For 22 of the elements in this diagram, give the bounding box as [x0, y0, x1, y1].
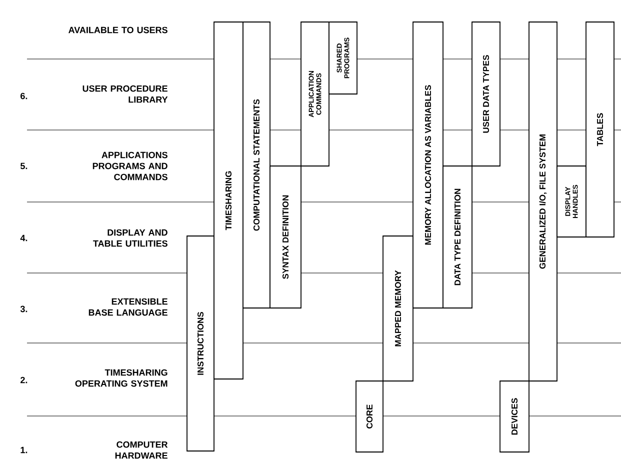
level-number: 3.: [20, 306, 28, 312]
column-box: TIMESHARING: [214, 22, 244, 380]
level-number: 6.: [20, 92, 28, 100]
level-number: 5.: [20, 162, 28, 170]
column-box: DEVICES: [500, 380, 530, 452]
level-number: 4.: [20, 234, 28, 242]
level-label: USER PROCEDURE LIBRARY: [82, 85, 168, 103]
level-label: APPLICATIONS PROGRAMS AND COMMANDS: [92, 152, 168, 180]
column-box: MAPPED MEMORY: [382, 236, 414, 382]
column-box: DATA TYPE DEFINITION: [442, 166, 472, 308]
level-label: DISPLAY AND TABLE UTILITIES: [93, 229, 168, 247]
column-box: SYNTAX DEFINITION: [270, 166, 302, 308]
level-label: TIMESHARING OPERATING SYSTEM: [75, 369, 168, 387]
level-label: COMPUTER HARDWARE: [115, 441, 168, 459]
column-box: INSTRUCTIONS: [186, 236, 214, 452]
level-label: AVAILABLE TO USERS: [68, 26, 168, 34]
level-label: EXTENSIBLE BASE LANGUAGE: [88, 298, 168, 316]
level-number: 1.: [20, 446, 28, 454]
column-box: CORE: [356, 380, 384, 452]
column-box: COMPUTATIONAL STATEMENTS: [242, 22, 270, 308]
level-number: 2.: [20, 376, 28, 384]
column-box: USER DATA TYPES: [472, 22, 500, 166]
